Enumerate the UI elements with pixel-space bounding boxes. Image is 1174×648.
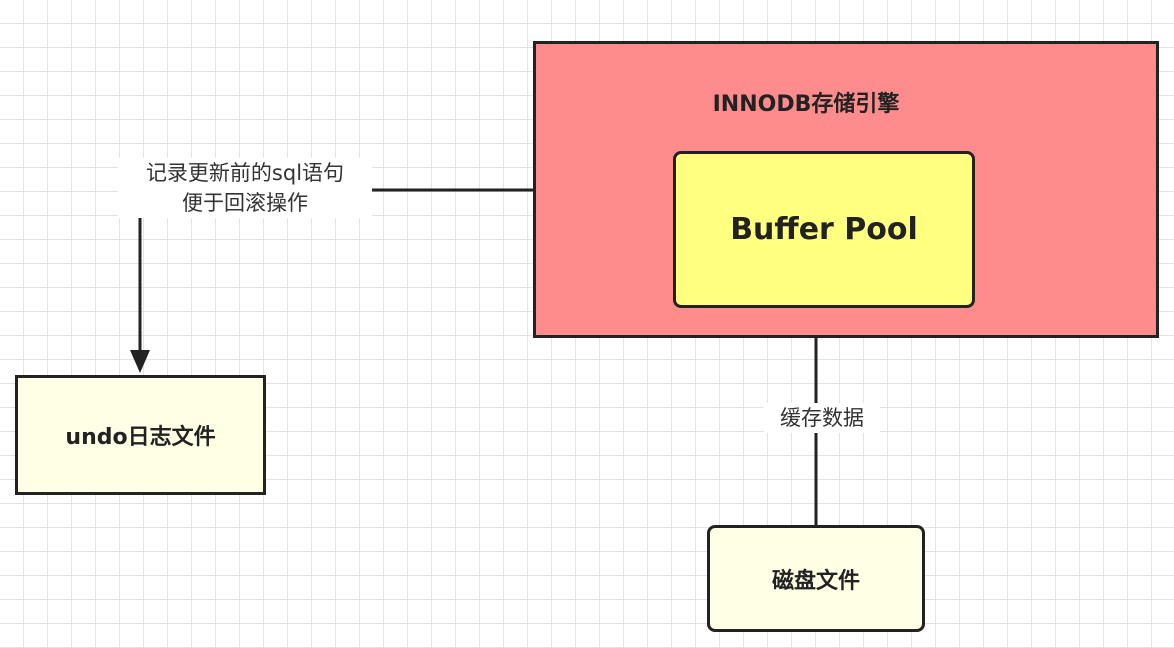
undo-edge-label-line-1: 记录更新前的sql语句 [145,161,345,185]
disk-file-label: 磁盘文件 [771,568,860,594]
buffer-pool-label: Buffer Pool [730,212,918,247]
buffer-pool-box[interactable]: Buffer Pool [673,151,975,308]
undo-edge-label: 记录更新前的sql语句 便于回滚操作 [118,158,372,218]
undo-log-file-box[interactable]: undo日志文件 [15,375,266,495]
undo-log-file-label: undo日志文件 [65,425,216,450]
arrowhead-undo [130,350,150,373]
innodb-engine-title: INNODB存储引擎 [712,92,900,117]
undo-edge-label-line-2: 便于回滚操作 [182,191,308,215]
disk-file-box[interactable]: 磁盘文件 [707,525,925,632]
cache-edge-label: 缓存数据 [764,403,880,433]
